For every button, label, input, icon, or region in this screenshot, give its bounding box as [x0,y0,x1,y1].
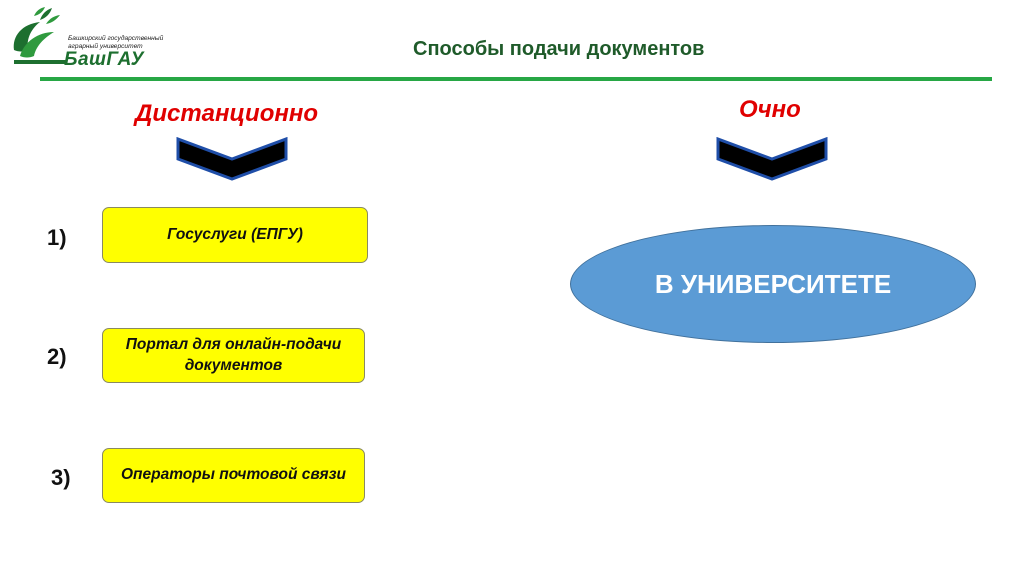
method-box-postal: Операторы почтовой связи [102,448,365,503]
ellipse-label: В УНИВЕРСИТЕТЕ [654,268,892,299]
in-person-heading: Очно [739,96,801,123]
remote-heading: Дистанционно [135,100,318,127]
logo: Башкирский государственный аграрный унив… [10,6,164,70]
title-divider [40,77,992,81]
logo-wordmark: БашГАУ [64,49,145,70]
chevron-down-icon [716,137,828,181]
logo-university-line1: Башкирский государственный [68,35,164,42]
wheat-leaf-icon [13,7,66,64]
logo-university-line2: аграрный университет [68,43,143,50]
method-label: Портал для онлайн-подачи документов [125,336,342,374]
method-box-gosuslugi: Госуслуги (ЕПГУ) [102,207,368,263]
list-number: 2) [47,344,67,369]
list-number: 3) [51,465,71,490]
in-university-ellipse: В УНИВЕРСИТЕТЕ [570,225,976,343]
method-box-online-portal: Портал для онлайн-подачи документов [102,328,365,383]
method-label: Операторы почтовой связи [120,466,347,484]
list-number: 1) [47,225,67,250]
chevron-down-icon [176,137,288,181]
page-title: Способы подачи документов [413,38,705,60]
method-label: Госуслуги (ЕПГУ) [167,225,303,243]
